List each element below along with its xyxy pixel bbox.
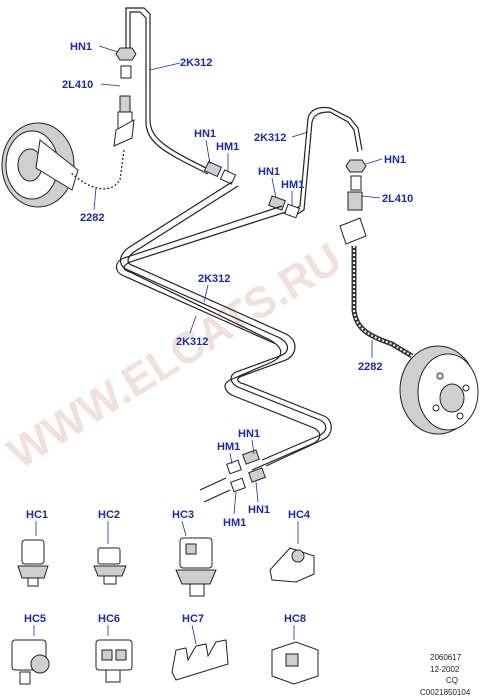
watermark: WWW.ELCATS.RU bbox=[0, 234, 350, 478]
right-hose-fitting bbox=[339, 159, 367, 245]
clip-hc1-label: HC1 bbox=[26, 509, 48, 521]
label-hn1-mid-b: HN1 bbox=[258, 166, 280, 178]
clip-hc8: HC8 bbox=[271, 613, 319, 685]
brake-pipe-upper-left bbox=[125, 7, 211, 175]
label-2k312-center: 2K312 bbox=[198, 273, 230, 285]
label-hn1-top-left: HN1 bbox=[70, 41, 92, 53]
label-hn1-bottom-b: HN1 bbox=[248, 504, 270, 516]
clip-hc6-label: HC6 bbox=[98, 613, 120, 625]
clip-hc5: HC5 bbox=[11, 613, 50, 685]
label-2l410-left: 2L410 bbox=[62, 79, 93, 91]
label-hm1-mid-a: HM1 bbox=[216, 141, 239, 153]
label-hn1-right: HN1 bbox=[384, 154, 406, 166]
clip-hc4: HC4 bbox=[269, 509, 315, 583]
label-2k312-center2: 2K312 bbox=[176, 336, 208, 348]
mid-union-b bbox=[268, 195, 300, 219]
clip-hc7-label: HC7 bbox=[182, 613, 204, 625]
clip-hc3-label: HC3 bbox=[172, 509, 194, 521]
footer-code: CQ bbox=[446, 676, 458, 685]
label-hn1-mid-a: HN1 bbox=[194, 128, 216, 140]
right-brake-drum bbox=[399, 345, 479, 435]
clip-hc3: HC3 bbox=[172, 509, 217, 597]
clip-hc4-label: HC4 bbox=[288, 509, 311, 521]
clip-hc2: HC2 bbox=[93, 509, 127, 585]
footer-date: 12-2002 bbox=[430, 665, 460, 674]
lower-unions bbox=[199, 449, 266, 503]
clip-hc5-label: HC5 bbox=[24, 613, 46, 625]
left-brake-drum bbox=[1, 122, 79, 208]
footer-ref: 2060617 bbox=[430, 653, 462, 662]
label-hn1-bottom-a: HN1 bbox=[238, 428, 260, 440]
clip-hc2-label: HC2 bbox=[98, 509, 120, 521]
mid-union-a bbox=[203, 160, 237, 185]
clip-hc8-label: HC8 bbox=[284, 613, 306, 625]
label-hm1-bottom-a: HM1 bbox=[217, 441, 240, 453]
brake-pipe-main bbox=[115, 181, 332, 471]
label-2l410-right: 2L410 bbox=[382, 193, 413, 205]
left-hose-fitting bbox=[113, 47, 137, 147]
label-2282-right: 2282 bbox=[358, 361, 382, 373]
clip-hc1: HC1 bbox=[17, 509, 49, 587]
label-2k312-right: 2K312 bbox=[254, 132, 286, 144]
clip-hc7: HC7 bbox=[171, 613, 229, 681]
right-brake-hose bbox=[351, 246, 414, 359]
footer-id: C0021850104 bbox=[420, 688, 471, 697]
label-2k312-top: 2K312 bbox=[180, 57, 212, 69]
brake-pipe-upper-right bbox=[289, 106, 363, 217]
clip-hc6: HC6 bbox=[95, 613, 133, 683]
label-hm1-mid-b: HM1 bbox=[281, 179, 304, 191]
label-hm1-bottom-b: HM1 bbox=[223, 517, 246, 529]
label-2282-left: 2282 bbox=[80, 212, 104, 224]
left-brake-hose bbox=[69, 149, 125, 190]
